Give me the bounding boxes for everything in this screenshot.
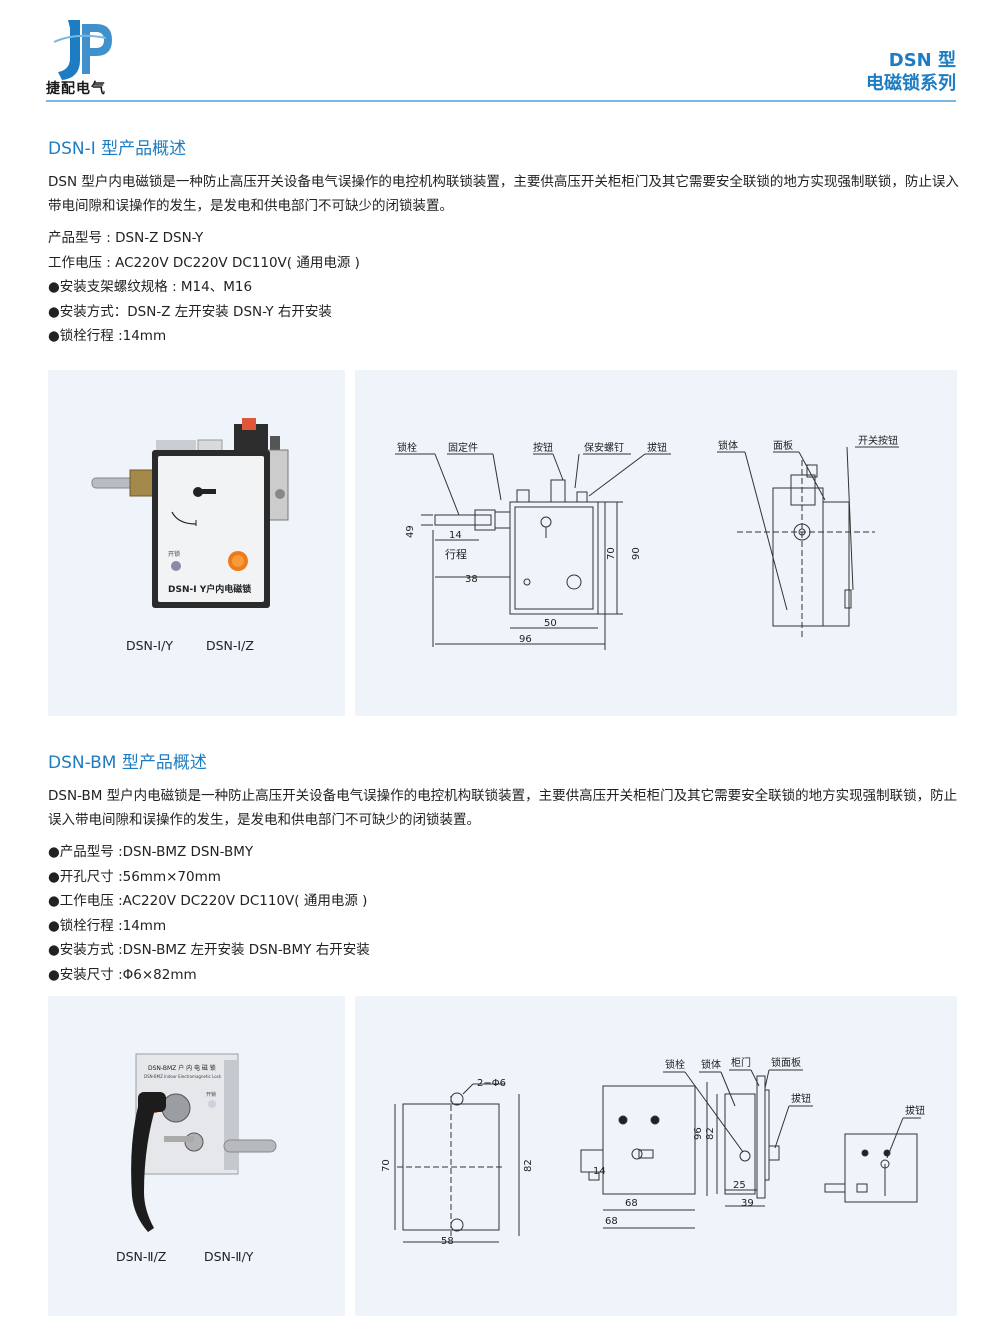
dsn-bm-y-caption: DSN-Ⅱ/Y	[204, 1249, 254, 1264]
section2-drawing-panel: 2−Φ6 70 82 58 68 68 14 96 82	[355, 996, 957, 1316]
dim-96b: 96	[693, 1127, 704, 1140]
spec-item: ●锁栓行程 :14mm	[48, 917, 167, 934]
dsn-i-technical-drawing: 锁栓 固定件 按钮 保安螺钉 拔钮 锁体 面板 开关按钮 行程	[395, 434, 899, 650]
dim-96: 96	[519, 634, 532, 645]
dsn-i-face-label: DSN-I Y户内电磁锁	[168, 583, 251, 595]
spec-item: ●工作电压 :AC220V DC220V DC110V( 通用电源 )	[48, 893, 368, 909]
dsn-bm-lock-photo: DSN-BMZ 户 内 电 磁 锁 DSN-BMZ Indoor Electro…	[131, 1053, 277, 1232]
dsn-bm-face-label: DSN-BMZ 户 内 电 磁 锁	[148, 1064, 216, 1072]
dim-68a: 68	[625, 1198, 638, 1209]
label-stroke: 行程	[445, 548, 467, 561]
spec-item: ●安装方式：DSN-Z 左开安装 DSN-Y 右开安装	[48, 303, 332, 320]
dsn-i-y-caption: DSN-I/Y	[126, 638, 173, 653]
label-body: 锁体	[718, 439, 738, 452]
header-divider	[46, 100, 956, 102]
section1-description: DSN 型户内电磁锁是一种防止高压开关设备电气误操作的电控机构联锁装置，主要供高…	[48, 174, 959, 214]
label-panel: 面板	[773, 439, 793, 452]
dim-82: 82	[523, 1159, 534, 1172]
company-logo	[53, 20, 112, 80]
dim-70: 70	[606, 547, 617, 560]
spec-item: ●安装支架螺纹规格 : M14、M16	[48, 279, 253, 295]
dim-39: 39	[741, 1198, 754, 1209]
dim-14b: 14	[593, 1166, 606, 1177]
section1-title: DSN-I 型产品概述	[48, 139, 187, 159]
label-bm-bolt: 锁栓	[665, 1058, 685, 1071]
dim-50: 50	[544, 618, 557, 629]
dim-14: 14	[449, 530, 462, 541]
label-bm-door: 柜门	[731, 1056, 751, 1069]
spec-item: 工作电压 : AC220V DC220V DC110V( 通用电源 )	[48, 254, 360, 271]
dim-2-phi6: 2−Φ6	[477, 1078, 506, 1089]
dim-90: 90	[631, 547, 642, 560]
dsn-i-lock-photo: 开锁 DSN-I Y户内电磁锁	[91, 418, 289, 608]
company-name: 捷配电气	[46, 81, 106, 97]
label-knob: 拔钮	[647, 441, 667, 454]
dsn-bm-z-caption: DSN-Ⅱ/Z	[116, 1249, 167, 1264]
series-title: DSN 型 电磁锁系列	[866, 50, 956, 96]
dsn-i-z-caption: DSN-I/Z	[206, 638, 254, 653]
label-bolt: 锁栓	[397, 441, 417, 454]
dsn-i-small-label: 开锁	[168, 550, 180, 558]
label-fixer: 固定件	[448, 441, 478, 454]
label-bm-knob2: 拔钮	[905, 1104, 925, 1117]
dim-68b: 68	[605, 1216, 618, 1227]
label-screw: 保安螺钉	[584, 441, 624, 454]
series-title-line2: 电磁锁系列	[866, 73, 956, 94]
dim-58: 58	[441, 1236, 454, 1247]
spec-item: ●开孔尺寸 :56mm×70mm	[48, 868, 221, 885]
label-button: 按钮	[533, 441, 553, 454]
label-bm-knob: 拔钮	[791, 1092, 811, 1105]
dim-82c: 82	[705, 1127, 716, 1140]
spec-item: 产品型号 : DSN-Z DSN-Y	[48, 230, 204, 246]
section1-drawing-panel: 锁栓 固定件 按钮 保安螺钉 拔钮 锁体 面板 开关按钮 行程	[355, 370, 957, 716]
section1-photo-panel: 开锁 DSN-I Y户内电磁锁	[48, 370, 345, 716]
spec-item: ●锁栓行程 :14mm	[48, 328, 167, 344]
spec-item: ●安装方式 :DSN-BMZ 左开安装 DSN-BMY 右开安装	[48, 942, 370, 958]
section2-photo-panel: DSN-BMZ 户 内 电 磁 锁 DSN-BMZ Indoor Electro…	[48, 996, 345, 1316]
dim-38: 38	[465, 574, 478, 585]
label-bm-body: 锁体	[701, 1058, 721, 1071]
label-bm-face: 锁面板	[771, 1056, 801, 1069]
dsn-bm-small-label: 开锁	[206, 1091, 216, 1098]
section1-specs: 产品型号 : DSN-Z DSN-Y 工作电压 : AC220V DC220V …	[48, 226, 360, 349]
series-title-line1: DSN 型	[888, 50, 956, 71]
label-switch: 开关按钮	[858, 434, 898, 447]
spec-item: ●安装尺寸 :Φ6×82mm	[48, 966, 197, 983]
section2-description: DSN-BM 型户内电磁锁是一种防止高压开关设备电气误操作的电控机构联锁装置，主…	[48, 788, 958, 828]
dim-49: 49	[405, 525, 416, 538]
spec-item: ●产品型号 :DSN-BMZ DSN-BMY	[48, 844, 254, 860]
dsn-bm-technical-drawing: 2−Φ6 70 82 58 68 68 14 96 82	[381, 1056, 925, 1247]
section2-title: DSN-BM 型产品概述	[48, 753, 207, 773]
dim-25: 25	[733, 1180, 746, 1191]
section2-specs: ●产品型号 :DSN-BMZ DSN-BMY ●开孔尺寸 :56mm×70mm …	[48, 840, 370, 987]
dim-70b: 70	[381, 1159, 392, 1172]
dsn-bm-face-sub: DSN-BMZ Indoor Electromagnetic Lock	[144, 1074, 222, 1079]
